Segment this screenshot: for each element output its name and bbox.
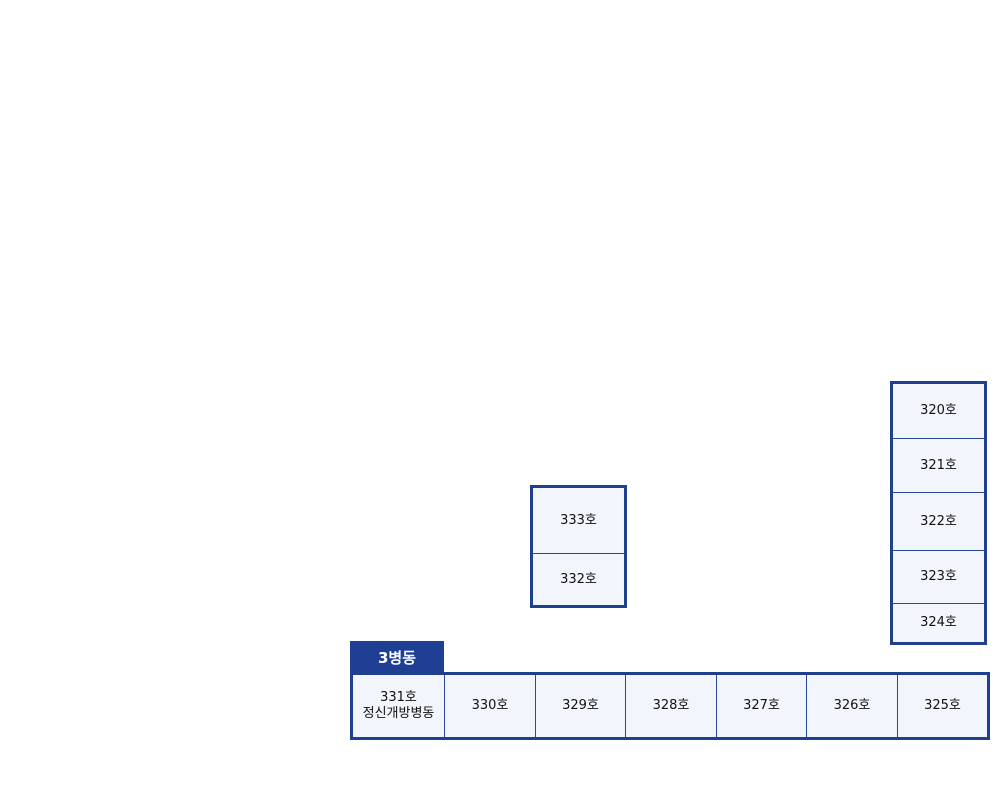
room-330-label: 330호	[471, 698, 509, 713]
right-wing-rooms: 320호 321호 322호 323호 324호	[890, 381, 987, 645]
bottom-row-rooms: 331호 정신개방병동 330호 329호 328호 327호 326호 325…	[350, 672, 990, 740]
room-328[interactable]: 328호	[626, 675, 717, 737]
room-328-label: 328호	[652, 698, 690, 713]
room-326[interactable]: 326호	[807, 675, 898, 737]
room-320-label: 320호	[920, 403, 957, 418]
room-330[interactable]: 330호	[445, 675, 536, 737]
room-320[interactable]: 320호	[893, 384, 984, 439]
room-325[interactable]: 325호	[898, 675, 987, 737]
room-326-label: 326호	[833, 698, 871, 713]
room-327[interactable]: 327호	[717, 675, 807, 737]
room-331-sublabel: 정신개방병동	[362, 706, 435, 721]
room-332-label: 332호	[560, 571, 597, 587]
room-327-label: 327호	[743, 698, 780, 713]
room-321-label: 321호	[920, 457, 957, 473]
room-333[interactable]: 333호	[533, 488, 624, 554]
room-325-label: 325호	[924, 698, 961, 713]
room-324[interactable]: 324호	[893, 604, 984, 642]
middle-wing-rooms: 333호 332호	[530, 485, 627, 608]
room-332[interactable]: 332호	[533, 554, 624, 605]
ward-label: 3병동	[350, 641, 444, 673]
room-333-label: 333호	[560, 512, 597, 528]
room-331[interactable]: 331호 정신개방병동	[353, 675, 445, 737]
room-329-label: 329호	[562, 698, 599, 713]
room-323-label: 323호	[920, 569, 957, 584]
room-324-label: 324호	[920, 615, 957, 630]
room-331-label: 331호	[380, 690, 417, 705]
room-329[interactable]: 329호	[536, 675, 626, 737]
room-322-label: 322호	[920, 513, 957, 529]
room-323[interactable]: 323호	[893, 551, 984, 604]
room-321[interactable]: 321호	[893, 439, 984, 493]
room-322[interactable]: 322호	[893, 493, 984, 551]
